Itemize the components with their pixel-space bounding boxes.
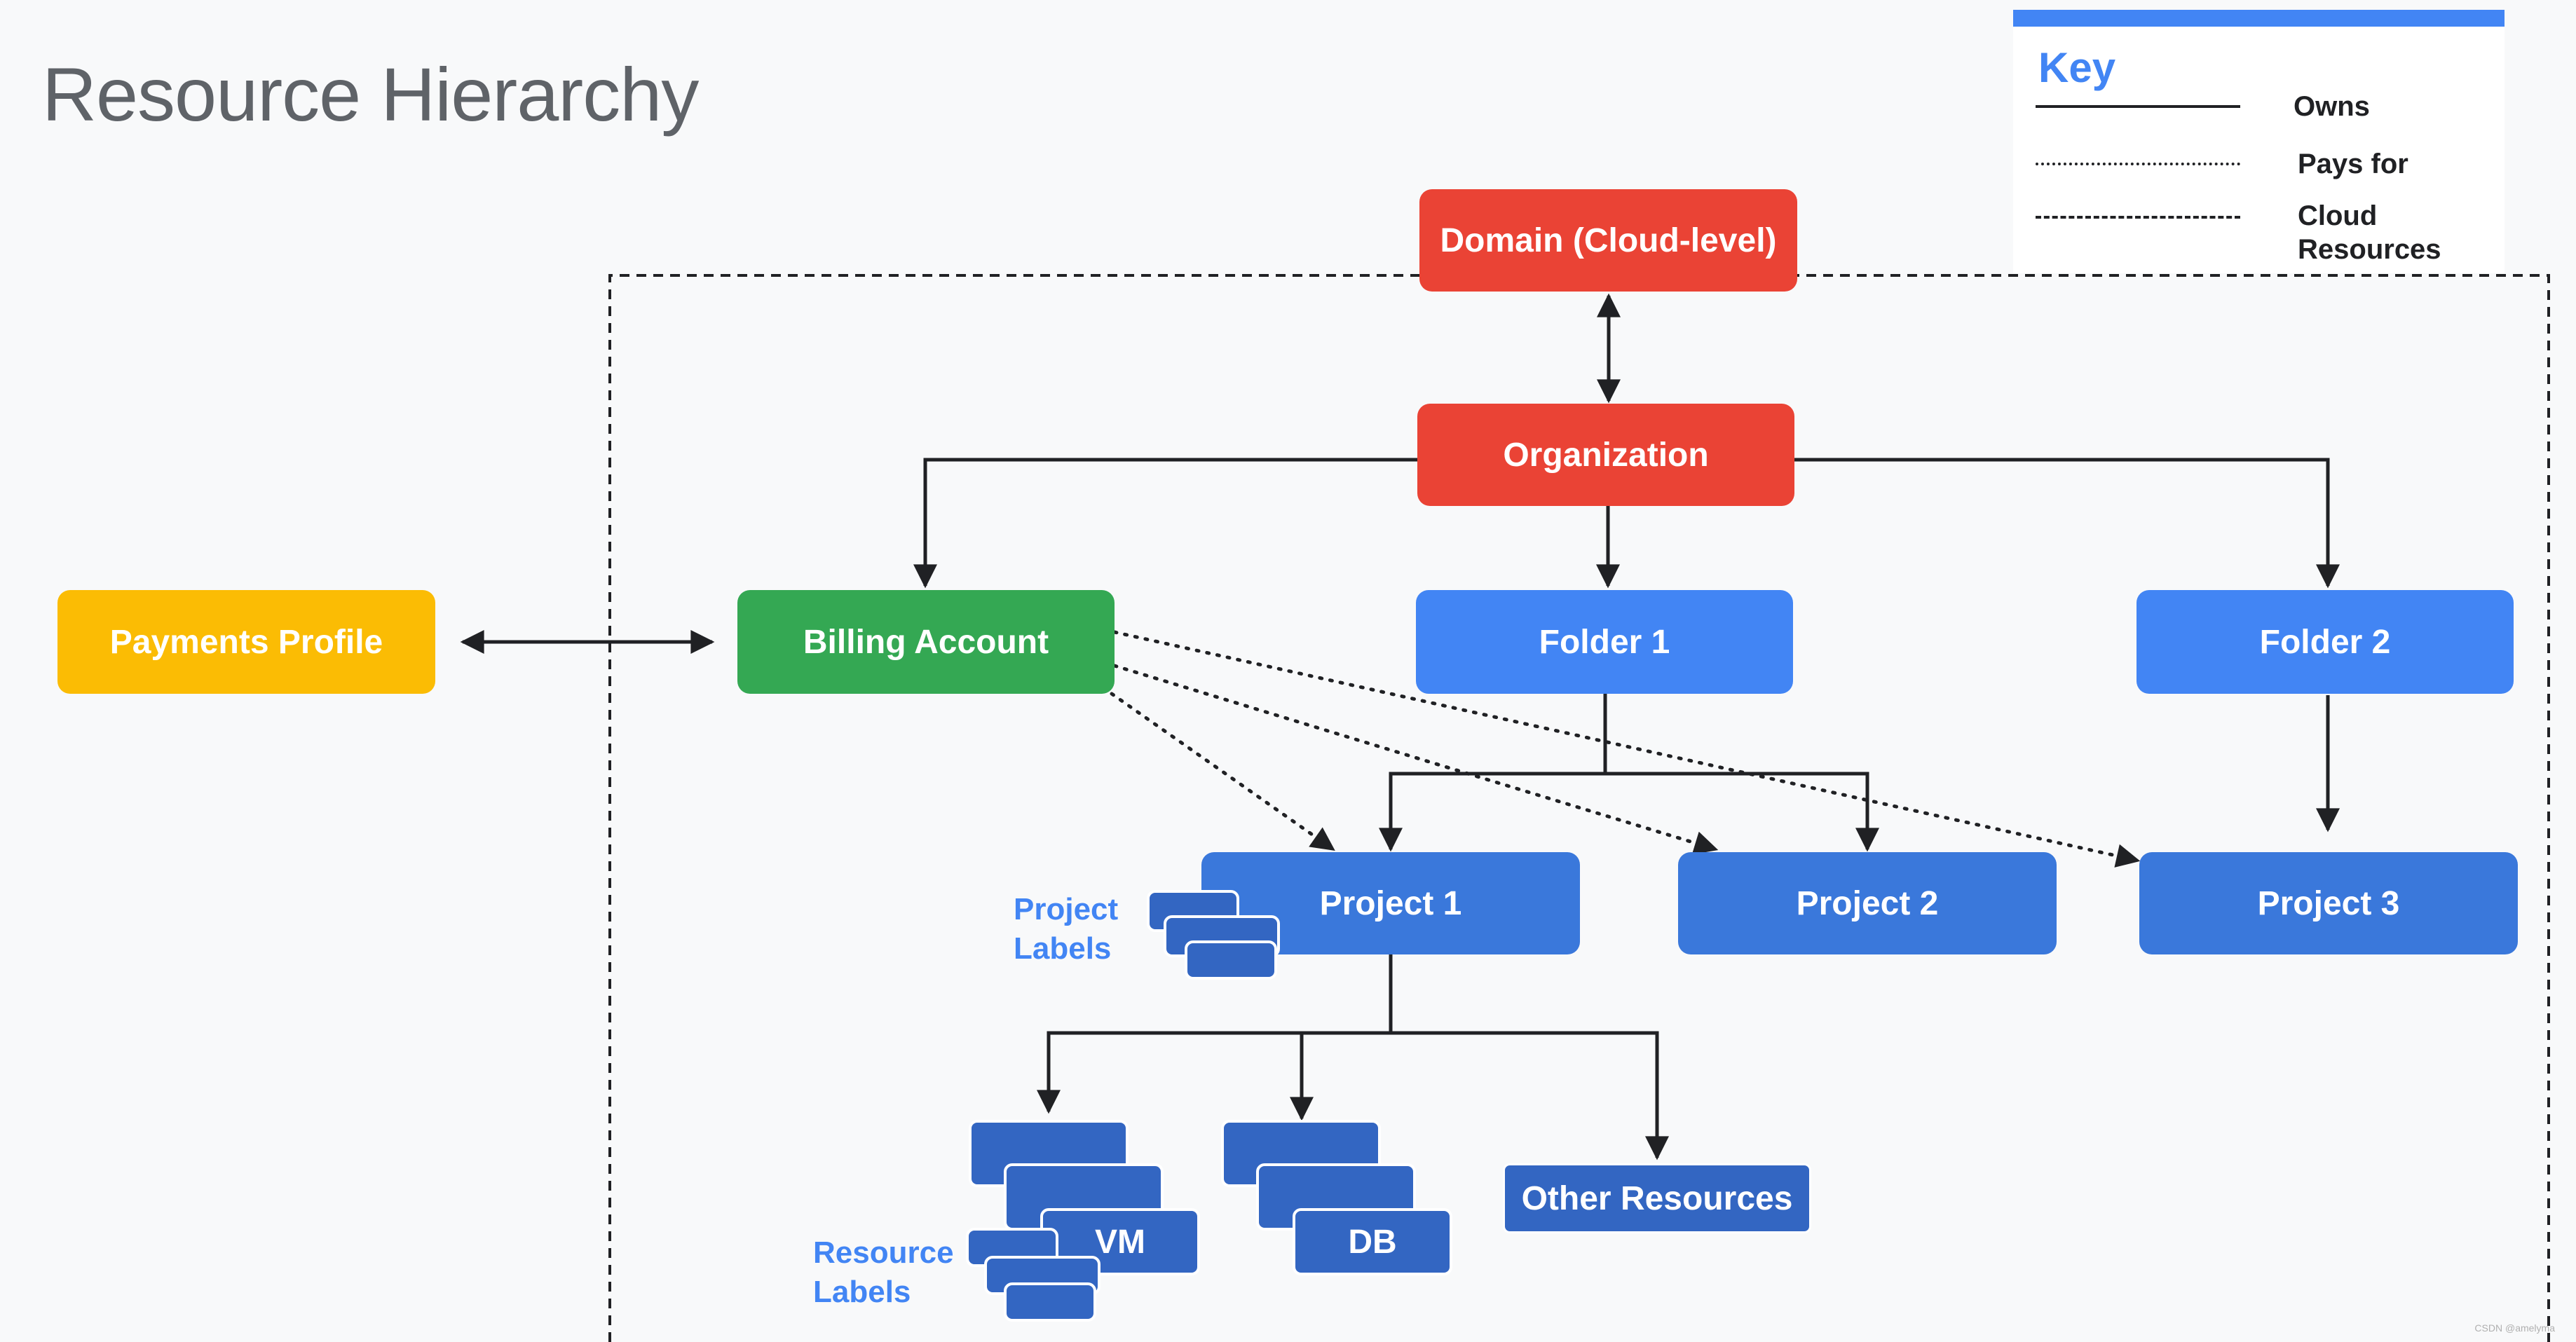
db-node: DB bbox=[1293, 1208, 1452, 1275]
billing-pays-project2 bbox=[1112, 664, 1719, 855]
page-title: Resource Hierarchy bbox=[42, 52, 699, 137]
folder1-node: Folder 1 bbox=[1416, 590, 1793, 694]
key-legend: Key Owns Pays for Cloud Resources bbox=[2013, 10, 2505, 273]
organization-node: Organization bbox=[1417, 404, 1794, 506]
cloud-resources-line-sample bbox=[2036, 216, 2240, 219]
project1-vm-connector bbox=[1037, 1031, 1391, 1114]
payments-profile-node: Payments Profile bbox=[57, 590, 435, 694]
folder1-project1-connector bbox=[1379, 772, 1605, 852]
billing-account-node: Billing Account bbox=[737, 590, 1115, 694]
project1-db-connector bbox=[1290, 1031, 1391, 1121]
key-owns-label: Owns bbox=[2294, 91, 2370, 122]
owns-line-sample bbox=[2036, 105, 2240, 108]
org-folder2-connector bbox=[1794, 458, 2340, 589]
org-billing-connector bbox=[913, 458, 1417, 589]
watermark: CSDN @amelyma bbox=[2474, 1322, 2555, 1334]
key-title: Key bbox=[2038, 44, 2116, 91]
other-resources-node: Other Resources bbox=[1503, 1163, 1811, 1233]
project-labels-text: Project Labels bbox=[1014, 892, 1119, 966]
key-cloud-resources-label: Cloud Resources bbox=[2298, 200, 2441, 265]
project-label-chip-3 bbox=[1185, 940, 1277, 980]
folder2-node: Folder 2 bbox=[2137, 590, 2514, 694]
domain-node: Domain (Cloud-level) bbox=[1419, 189, 1797, 292]
project3-node: Project 3 bbox=[2139, 852, 2518, 954]
project2-node: Project 2 bbox=[1678, 852, 2057, 954]
folder1-project2-connector bbox=[1605, 772, 1879, 852]
pays-for-line-sample bbox=[2036, 163, 2240, 165]
billing-pays-project3 bbox=[1112, 630, 2141, 868]
billing-pays-project1 bbox=[1110, 692, 1335, 851]
resource-label-chip-3 bbox=[1004, 1282, 1096, 1322]
resource-labels-text: Resource Labels bbox=[813, 1235, 954, 1309]
project1-other-connector bbox=[1391, 1031, 1669, 1160]
key-pays-for-label: Pays for bbox=[2298, 149, 2408, 179]
